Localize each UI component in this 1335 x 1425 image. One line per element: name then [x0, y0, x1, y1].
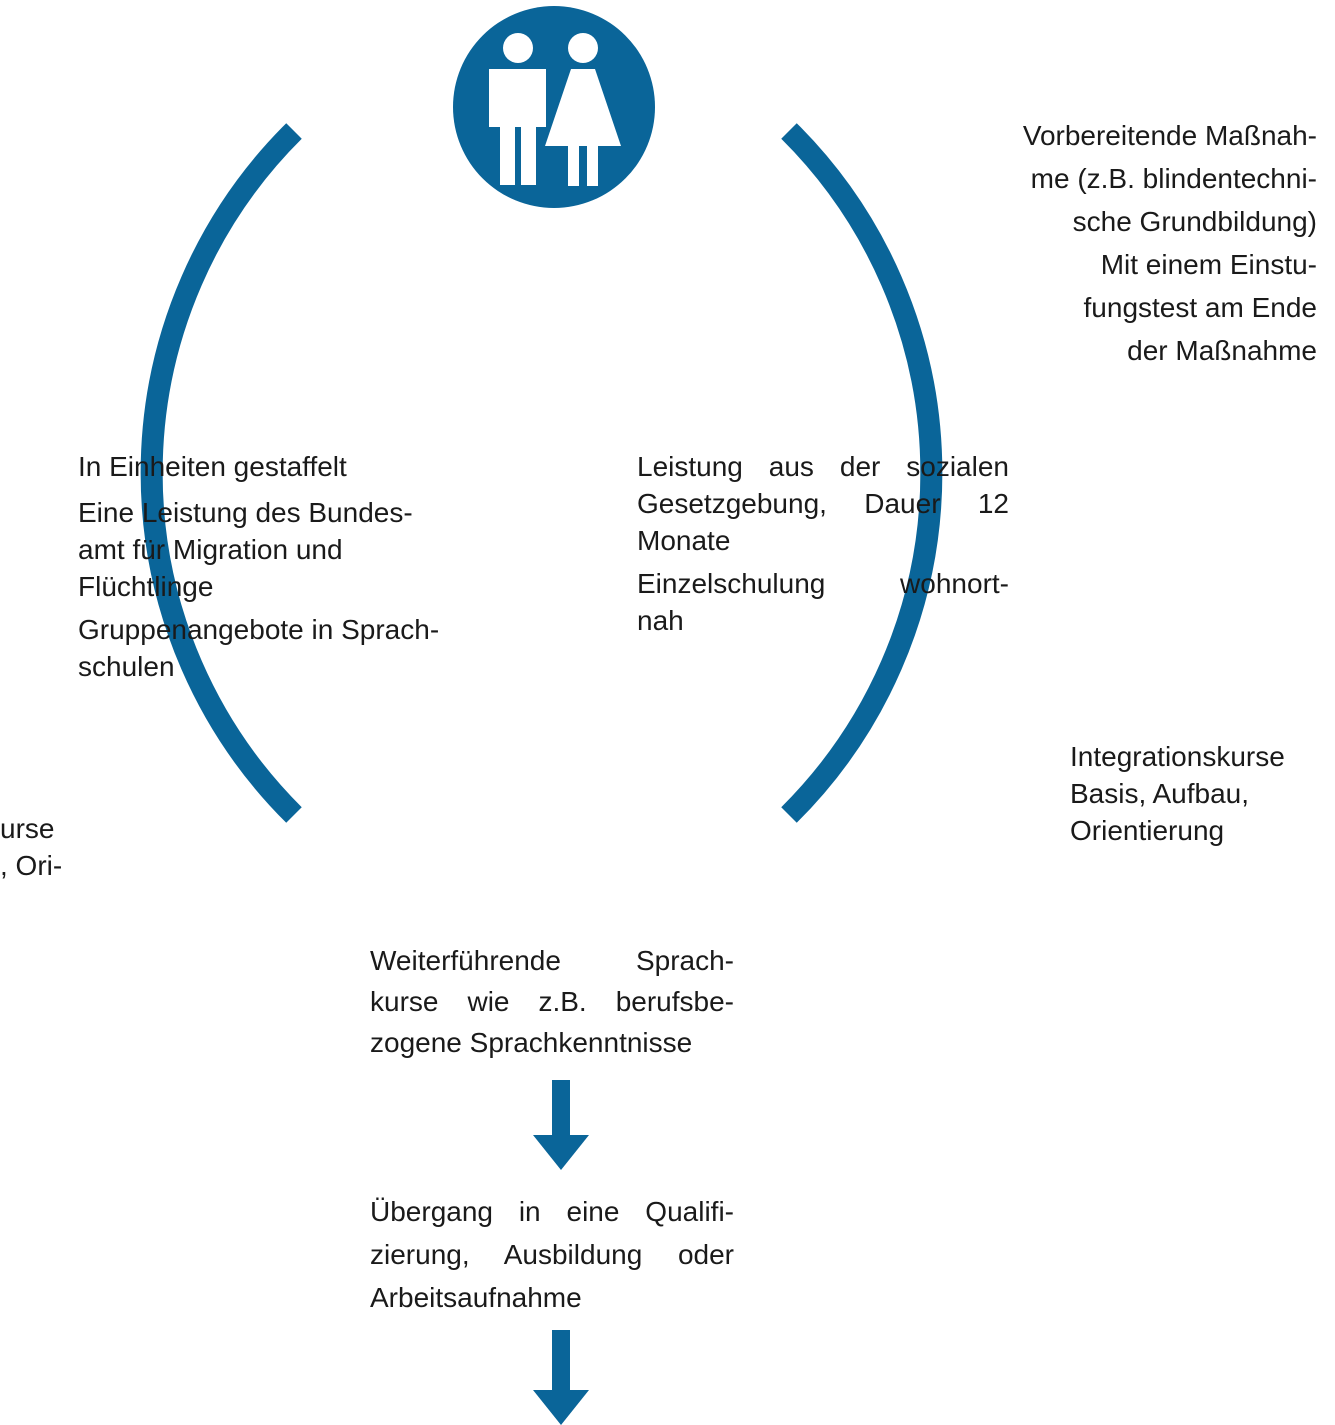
right-arc [781, 123, 943, 823]
top-right-note-line: Vorbereitende Maßnah- [1022, 120, 1317, 151]
center-info-box: Leistung aus der sozialen Gesetzgebung, … [637, 448, 1009, 648]
center-info-line: Gesetzgebung, Dauer 12 [637, 488, 1009, 519]
left-info-line: schulen [78, 651, 175, 682]
bottom-info-line: kurse wie z.B. berufsbe- [370, 986, 734, 1017]
left-info-line: Gruppenangebote in Sprach- [78, 614, 440, 645]
right-mid-note-line: Integrationskurse [1070, 741, 1285, 772]
right-mid-note-line: Basis, Aufbau, [1070, 778, 1250, 809]
transition-line: Arbeitsaufnahme [370, 1282, 582, 1313]
down-arrow-icon [533, 1080, 589, 1170]
left-cut-note-line: urse [0, 813, 55, 844]
top-right-note-line: sche Grundbildung) [1072, 206, 1317, 237]
top-right-note-line: Mit einem Einstu- [1100, 249, 1317, 280]
down-arrow-icon [533, 1330, 589, 1425]
left-info-line: Flüchtlinge [78, 571, 214, 602]
bottom-info-line: zogene Sprachkenntnisse [370, 1027, 693, 1058]
transition-box: Übergang in eine Qualifi- zierung, Ausbi… [370, 1190, 734, 1319]
left-info-box: In Einheiten gestaffelt Eine Leistung de… [78, 448, 498, 694]
left-info-line: amt für Migration und [78, 534, 343, 565]
left-info-line: Eine Leistung des Bundes- [78, 497, 413, 528]
top-right-note-line: fungstest am Ende [1083, 292, 1317, 323]
bottom-info-box: Weiterführende Sprach- kurse wie z.B. be… [370, 940, 734, 1063]
left-cut-note: urse , Ori- [0, 810, 120, 884]
center-info-paragraph: Einzelschulung wohnort- nah [637, 565, 1009, 639]
center-info-paragraph: Leistung aus der sozialen Gesetzgebung, … [637, 448, 1009, 559]
left-arc [140, 123, 302, 823]
right-mid-note-line: Orientierung [1070, 815, 1225, 846]
center-info-line: Monate [637, 525, 731, 556]
left-cut-note-line: , Ori- [0, 850, 63, 881]
transition-line: Übergang in eine Qualifi- [370, 1196, 734, 1227]
center-info-line: Leistung aus der sozialen [637, 451, 1009, 482]
bottom-info-line: Weiterführende Sprach- [370, 945, 734, 976]
left-info-paragraph: Gruppenangebote in Sprach- schulen [78, 611, 498, 685]
people-icon [453, 6, 655, 208]
top-right-note-line: me (z.B. blindentechni- [1030, 163, 1317, 194]
center-info-line: nah [637, 605, 684, 636]
top-right-note: Vorbereitende Maßnah- me (z.B. blindente… [957, 114, 1317, 372]
left-info-line: In Einheiten gestaffelt [78, 451, 347, 482]
right-mid-note: Integrationskurse Basis, Aufbau, Orienti… [1070, 738, 1335, 849]
center-info-line: Einzelschulung wohnort- [637, 568, 1009, 599]
top-right-note-line: der Maßnahme [1127, 335, 1317, 366]
left-info-paragraph: Eine Leistung des Bundes- amt für Migrat… [78, 494, 498, 605]
transition-line: zierung, Ausbildung oder [370, 1239, 734, 1270]
